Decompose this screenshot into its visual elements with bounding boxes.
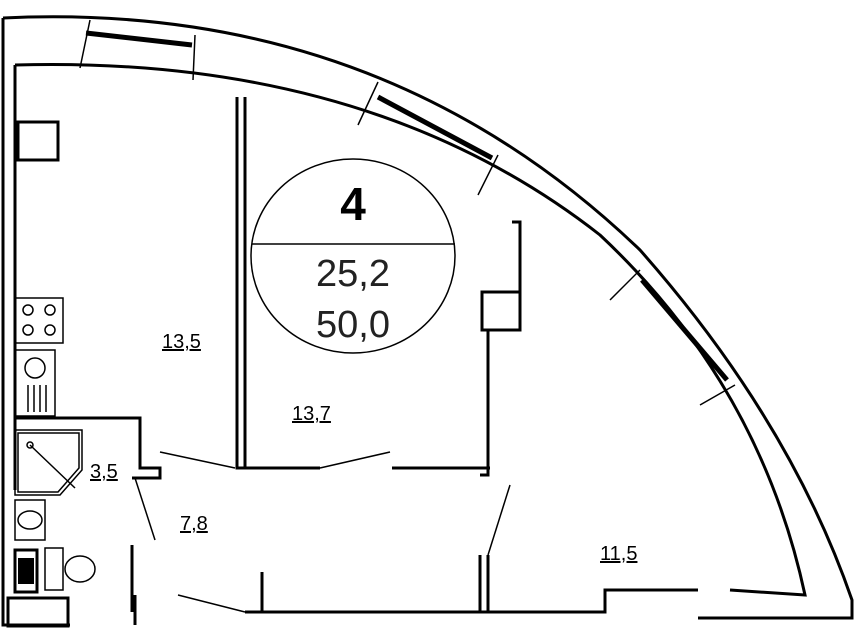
apartment-number: 4 — [340, 178, 366, 230]
washbasin-icon — [14, 499, 46, 541]
room-area-left: 13,5 — [162, 331, 201, 353]
toilet-icon — [44, 547, 96, 591]
room-area-middle: 13,7 — [292, 403, 331, 425]
stove-icon — [14, 297, 64, 344]
kitchen-sink-icon — [14, 349, 56, 417]
bathroom-area: 3,5 — [90, 461, 118, 483]
shower-icon — [14, 429, 83, 496]
door-swings — [134, 451, 511, 613]
total-area: 50,0 — [316, 304, 390, 346]
interior-walls — [15, 97, 698, 625]
ventilation-shaft — [16, 120, 60, 162]
washing-machine-icon — [13, 548, 39, 594]
room-area-right: 11,5 — [600, 543, 637, 565]
entrance-block — [6, 596, 70, 628]
column — [480, 290, 522, 332]
outer-facade — [1, 15, 854, 627]
apartment-badge: 4 25,2 50,0 — [250, 158, 456, 354]
hall-area: 7,8 — [180, 513, 208, 535]
living-area: 25,2 — [316, 253, 390, 295]
windows — [85, 30, 729, 382]
